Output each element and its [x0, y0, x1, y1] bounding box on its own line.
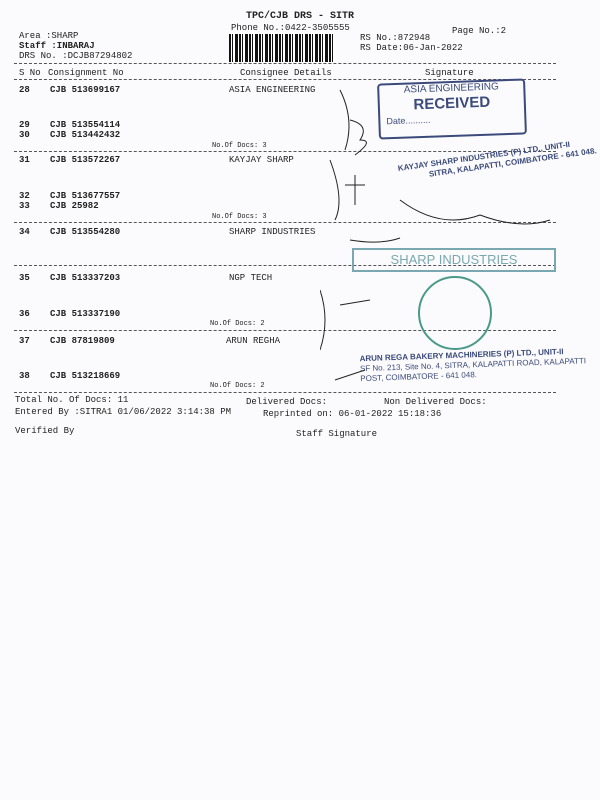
row-sno: 28 — [19, 85, 30, 95]
row-sno: 32 — [19, 191, 30, 201]
row-cn: CJB 513218669 — [50, 371, 121, 381]
row-sno: 37 — [19, 336, 30, 346]
page-number: Page No.:2 — [452, 26, 507, 36]
handwritten-signatures — [320, 89, 551, 381]
drs-number: DRS No. :DCJB87294802 — [19, 51, 133, 61]
entered-by: Entered By :SITRA1 01/06/2022 3:14:38 PM — [15, 407, 232, 417]
row-cn: CJB 87819809 — [50, 336, 115, 346]
area: Area :SHARP — [19, 31, 79, 41]
row-consignee: SHARP INDUSTRIES — [229, 227, 316, 237]
col-consignee: Consignee Details — [240, 68, 332, 78]
rs-date: RS Date:06-Jan-2022 — [360, 43, 463, 53]
row-cn: CJB 513554280 — [50, 227, 121, 237]
reprinted-on: Reprinted on: 06-01-2022 15:18:36 — [263, 409, 442, 419]
row-sno: 36 — [19, 309, 30, 319]
row-cn: CJB 513554114 — [50, 120, 121, 130]
col-consignment: Consignment No — [48, 68, 124, 78]
row-cn: CJB 513442432 — [50, 130, 121, 140]
row-sno: 35 — [19, 273, 30, 283]
verified-by: Verified By — [15, 426, 75, 436]
doc-count: No.Of Docs: 3 — [212, 142, 267, 150]
staff-signature: Staff Signature — [296, 429, 378, 439]
col-signature: Signature — [425, 68, 474, 78]
row-sno: 30 — [19, 130, 30, 140]
seal-stamp — [418, 276, 492, 350]
row-cn: CJB 25982 — [50, 201, 99, 211]
row-consignee: ASIA ENGINEERING — [229, 85, 316, 95]
sharp-stamp: SHARP INDUSTRIES — [352, 248, 556, 272]
doc-count: No.Of Docs: 3 — [212, 213, 267, 221]
row-sno: 38 — [19, 371, 30, 381]
staff: Staff :INBARAJ — [19, 41, 95, 51]
total-docs: Total No. Of Docs: 11 — [15, 395, 129, 405]
row-consignee: NGP TECH — [229, 273, 273, 283]
row-sno: 29 — [19, 120, 30, 130]
barcode — [229, 34, 335, 62]
doc-count: No.Of Docs: 2 — [210, 382, 265, 390]
row-cn: CJB 513699167 — [50, 85, 121, 95]
phone: Phone No.:0422-3505555 — [231, 23, 350, 33]
row-sno: 34 — [19, 227, 30, 237]
row-cn: CJB 513337203 — [50, 273, 121, 283]
row-sno: 31 — [19, 155, 30, 165]
rs-number: RS No.:872948 — [360, 33, 431, 43]
row-sno: 33 — [19, 201, 30, 211]
delivered-docs: Delivered Docs: — [246, 397, 328, 407]
col-sno: S No — [19, 68, 41, 78]
row-cn: CJB 513677557 — [50, 191, 121, 201]
doc-title: TPC/CJB DRS - SITR — [246, 11, 355, 22]
row-consignee: KAYJAY SHARP — [229, 155, 294, 165]
row-cn: CJB 513572267 — [50, 155, 121, 165]
row-cn: CJB 513337190 — [50, 309, 121, 319]
non-delivered-docs: Non Delivered Docs: — [384, 397, 487, 407]
doc-count: No.Of Docs: 2 — [210, 320, 265, 328]
row-consignee: ARUN REGHA — [226, 336, 281, 346]
